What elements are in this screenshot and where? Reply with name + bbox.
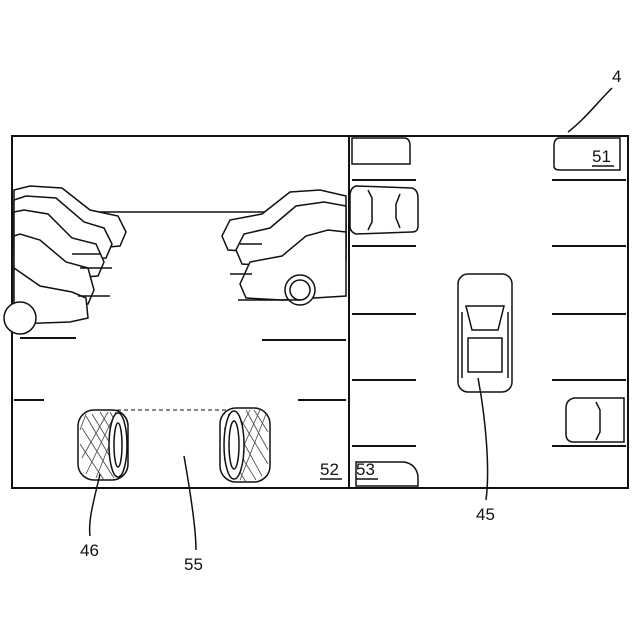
left-parked-cars (4, 186, 126, 338)
perspective-view (4, 186, 346, 482)
right-tire-icon (220, 408, 270, 482)
left-wheel (4, 302, 36, 334)
label-45: 45 (476, 505, 495, 524)
leader-55 (184, 456, 196, 550)
parked-car-top-left (352, 138, 410, 164)
own-vehicle-body (458, 274, 512, 392)
parked-car-right-lower (566, 398, 624, 442)
parked-car-left-2 (350, 186, 418, 234)
label-51: 51 (592, 147, 611, 166)
left-tire-icon (78, 410, 128, 480)
leader-45 (478, 378, 488, 500)
label-52: 52 (320, 460, 339, 479)
own-vehicle-icon (458, 274, 512, 392)
top-view (350, 138, 626, 486)
label-46: 46 (80, 541, 99, 560)
leader-4 (568, 88, 612, 132)
label-4: 4 (612, 67, 621, 86)
label-55: 55 (184, 555, 203, 574)
label-53: 53 (356, 460, 375, 479)
leader-46 (90, 474, 100, 536)
